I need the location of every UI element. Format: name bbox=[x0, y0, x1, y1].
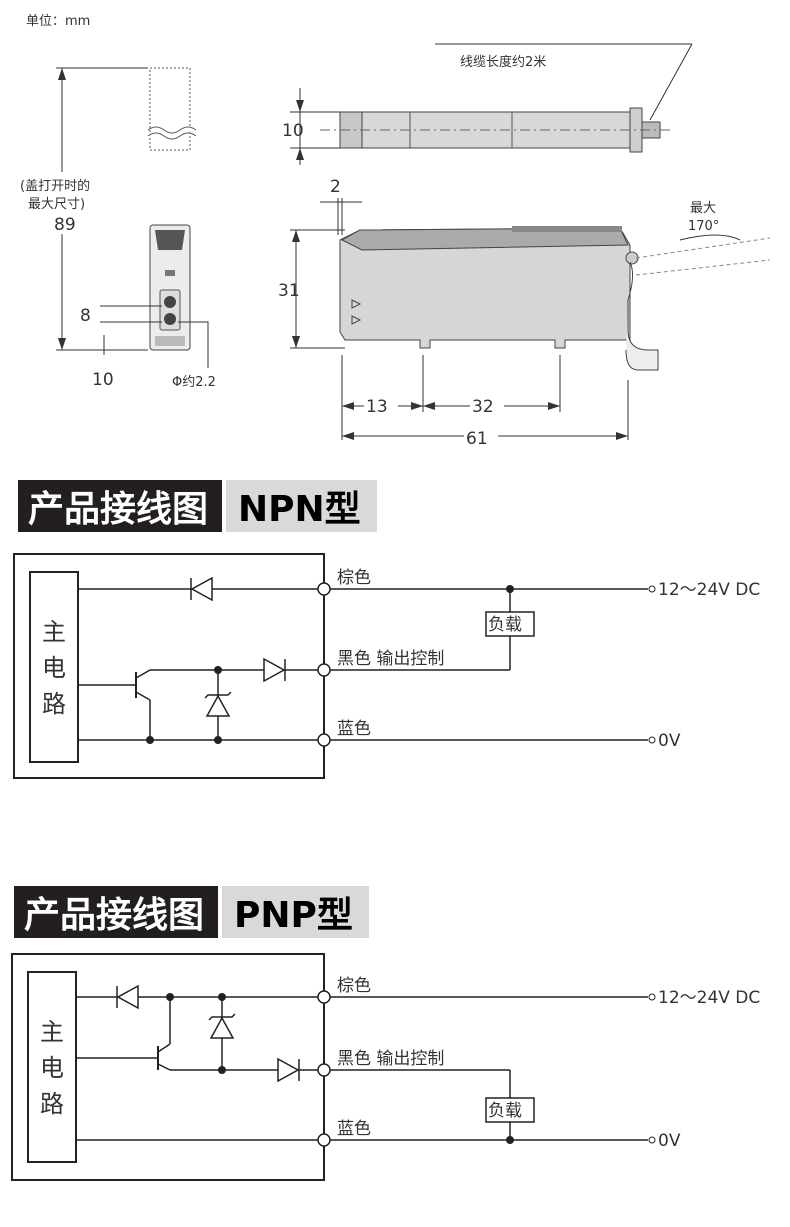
npn-banner: 产品接线图 NPN型 bbox=[18, 480, 377, 532]
npn-supply: 12～24V DC bbox=[658, 580, 760, 600]
pnp-main-2: 电 bbox=[40, 1054, 64, 1082]
pnp-blue-label: 蓝色 bbox=[337, 1119, 371, 1139]
npn-zero: 0V bbox=[658, 731, 681, 751]
pnp-brown-label: 棕色 bbox=[337, 976, 371, 996]
cable-length: 线缆长度约2米 bbox=[460, 54, 546, 70]
top-view: 线缆长度约2米 10 bbox=[282, 43, 693, 165]
pnp-diode-mid bbox=[277, 1057, 300, 1083]
npn-zener bbox=[204, 670, 232, 740]
dim-phi: Φ约2.2 bbox=[172, 375, 216, 390]
pnp-load-box bbox=[485, 1097, 535, 1123]
npn-type: NPN型 bbox=[226, 480, 377, 532]
pnp-diode-top bbox=[116, 984, 139, 1010]
pnp-main-1: 主 bbox=[40, 1018, 64, 1046]
pnp-main-3: 路 bbox=[40, 1090, 64, 1118]
unit-label: 单位：mm bbox=[26, 14, 90, 29]
npn-main-1: 主 bbox=[42, 618, 66, 646]
npn-diode-top bbox=[190, 576, 213, 602]
dim-32: 32 bbox=[472, 397, 494, 417]
dim-10-bottom: 10 bbox=[92, 370, 114, 390]
npn-wiring-diagram: 主 电 路 棕色 12～24V DC 负载 黑色 输出控制 bbox=[13, 553, 760, 779]
npn-black-label: 黑色 输出控制 bbox=[337, 649, 444, 669]
pnp-supply: 12～24V DC bbox=[658, 988, 760, 1008]
npn-transistor bbox=[78, 669, 151, 740]
pnp-black-label: 黑色 输出控制 bbox=[337, 1049, 444, 1069]
dim-8: 8 bbox=[80, 306, 91, 326]
npn-main-2: 电 bbox=[42, 654, 66, 682]
npn-main-3: 路 bbox=[42, 690, 66, 718]
front-view: 2 31 最大 170° 13 32 61 bbox=[278, 177, 771, 449]
cover-note-1: (盖打开时的 bbox=[20, 178, 90, 194]
max-label: 最大 bbox=[690, 201, 716, 216]
pnp-banner: 产品接线图 PNP型 bbox=[14, 886, 369, 938]
angle-label: 170° bbox=[688, 219, 719, 234]
dim-89: 89 bbox=[54, 215, 76, 235]
dimension-drawing: 单位：mm (盖打开时的 最大尺寸) 89 8 10 Φ约2.2 bbox=[18, 14, 771, 449]
dim-2: 2 bbox=[330, 177, 341, 197]
side-view-front: (盖打开时的 最大尺寸) 89 8 10 Φ约2.2 bbox=[18, 67, 216, 390]
npn-diode-mid bbox=[263, 657, 286, 683]
pnp-type: PNP型 bbox=[222, 886, 369, 938]
cover-note-2: 最大尺寸) bbox=[28, 197, 85, 212]
npn-title: 产品接线图 bbox=[18, 480, 223, 532]
dim-31: 31 bbox=[278, 281, 300, 301]
npn-blue-label: 蓝色 bbox=[337, 719, 371, 739]
dim-61: 61 bbox=[466, 429, 488, 449]
pnp-transistor bbox=[76, 997, 171, 1071]
pnp-zener bbox=[208, 997, 236, 1070]
dim-10-top: 10 bbox=[282, 121, 304, 141]
pnp-zero: 0V bbox=[658, 1131, 681, 1151]
npn-load: 负载 bbox=[488, 615, 522, 635]
pnp-load: 负载 bbox=[488, 1101, 522, 1121]
dim-13: 13 bbox=[366, 397, 388, 417]
npn-brown-label: 棕色 bbox=[337, 568, 371, 588]
pnp-title: 产品接线图 bbox=[14, 886, 219, 938]
